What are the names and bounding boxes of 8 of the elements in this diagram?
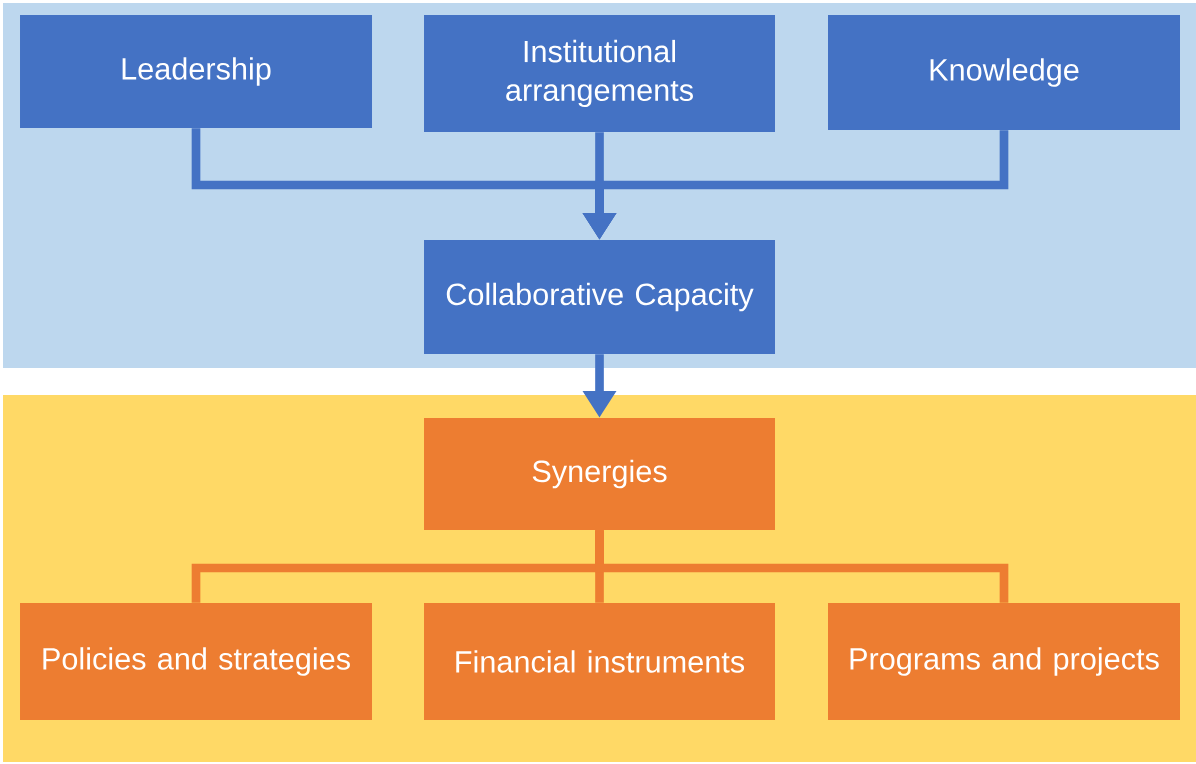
process-box: Institutional arrangements [424,15,775,132]
process-box: Leadership [20,15,372,128]
process-box: Collaborative Capacity [424,240,775,354]
process-box: Programs and projects [828,603,1180,720]
process-box: Synergies [424,418,775,530]
process-box: Policies and strategies [20,603,372,720]
process-box: Knowledge [828,15,1180,130]
process-box: Financial instruments [424,603,775,720]
